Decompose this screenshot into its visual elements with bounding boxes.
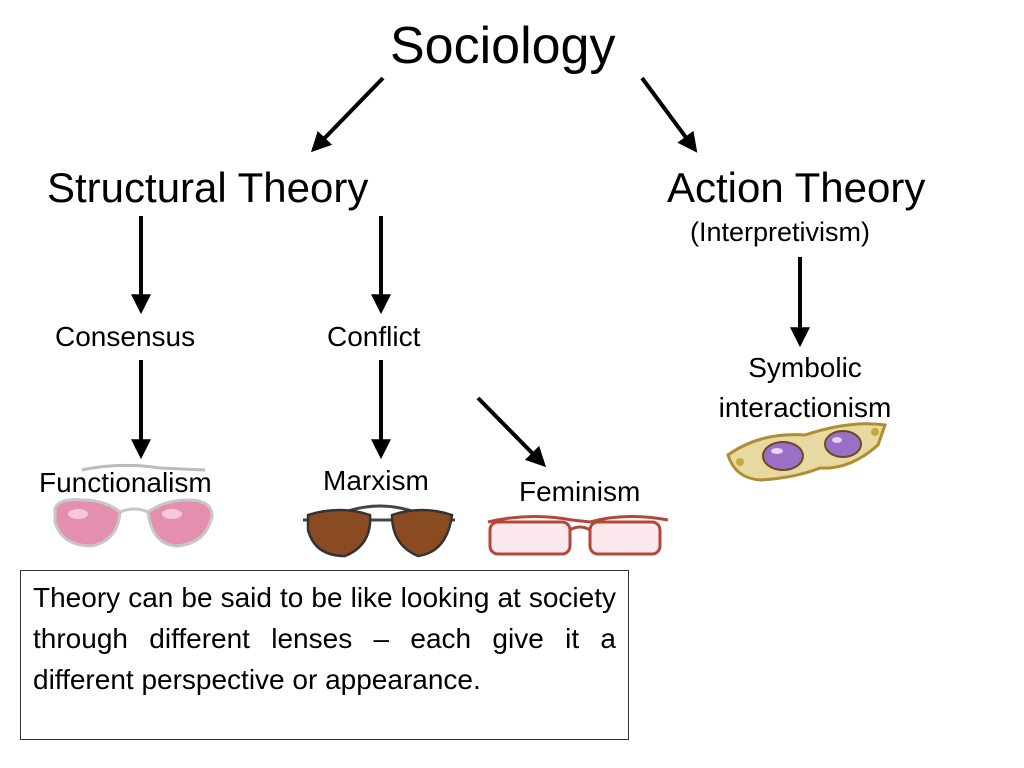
branch-action-theory: Action Theory — [667, 164, 926, 211]
root-title-sociology: Sociology — [390, 17, 616, 75]
branch-action-subtitle: (Interpretivism) — [690, 217, 871, 247]
arrow-root-to-action — [640, 76, 698, 153]
node-consensus: Consensus — [55, 321, 196, 352]
red-frame-glasses-icon — [487, 514, 669, 556]
node-feminism: Feminism — [519, 476, 641, 507]
note-text: Theory can be said to be like looking at… — [33, 582, 616, 695]
node-functionalism: Functionalism — [39, 467, 212, 498]
brown-aviator-sunglasses-icon — [303, 504, 455, 558]
node-conflict: Conflict — [327, 321, 421, 352]
purple-jeweled-glasses-icon — [726, 422, 888, 482]
branch-structural-theory: Structural Theory — [47, 164, 369, 211]
pink-sunglasses-icon — [53, 463, 214, 548]
note-box: Theory can be said to be like looking at… — [20, 570, 629, 740]
arrow-root-to-structural — [310, 76, 385, 153]
node-symbolic-interactionism: Symbolic interactionism — [718, 352, 892, 423]
node-marxism: Marxism — [323, 465, 429, 496]
arrow-conflict-to-feminism — [476, 396, 547, 468]
